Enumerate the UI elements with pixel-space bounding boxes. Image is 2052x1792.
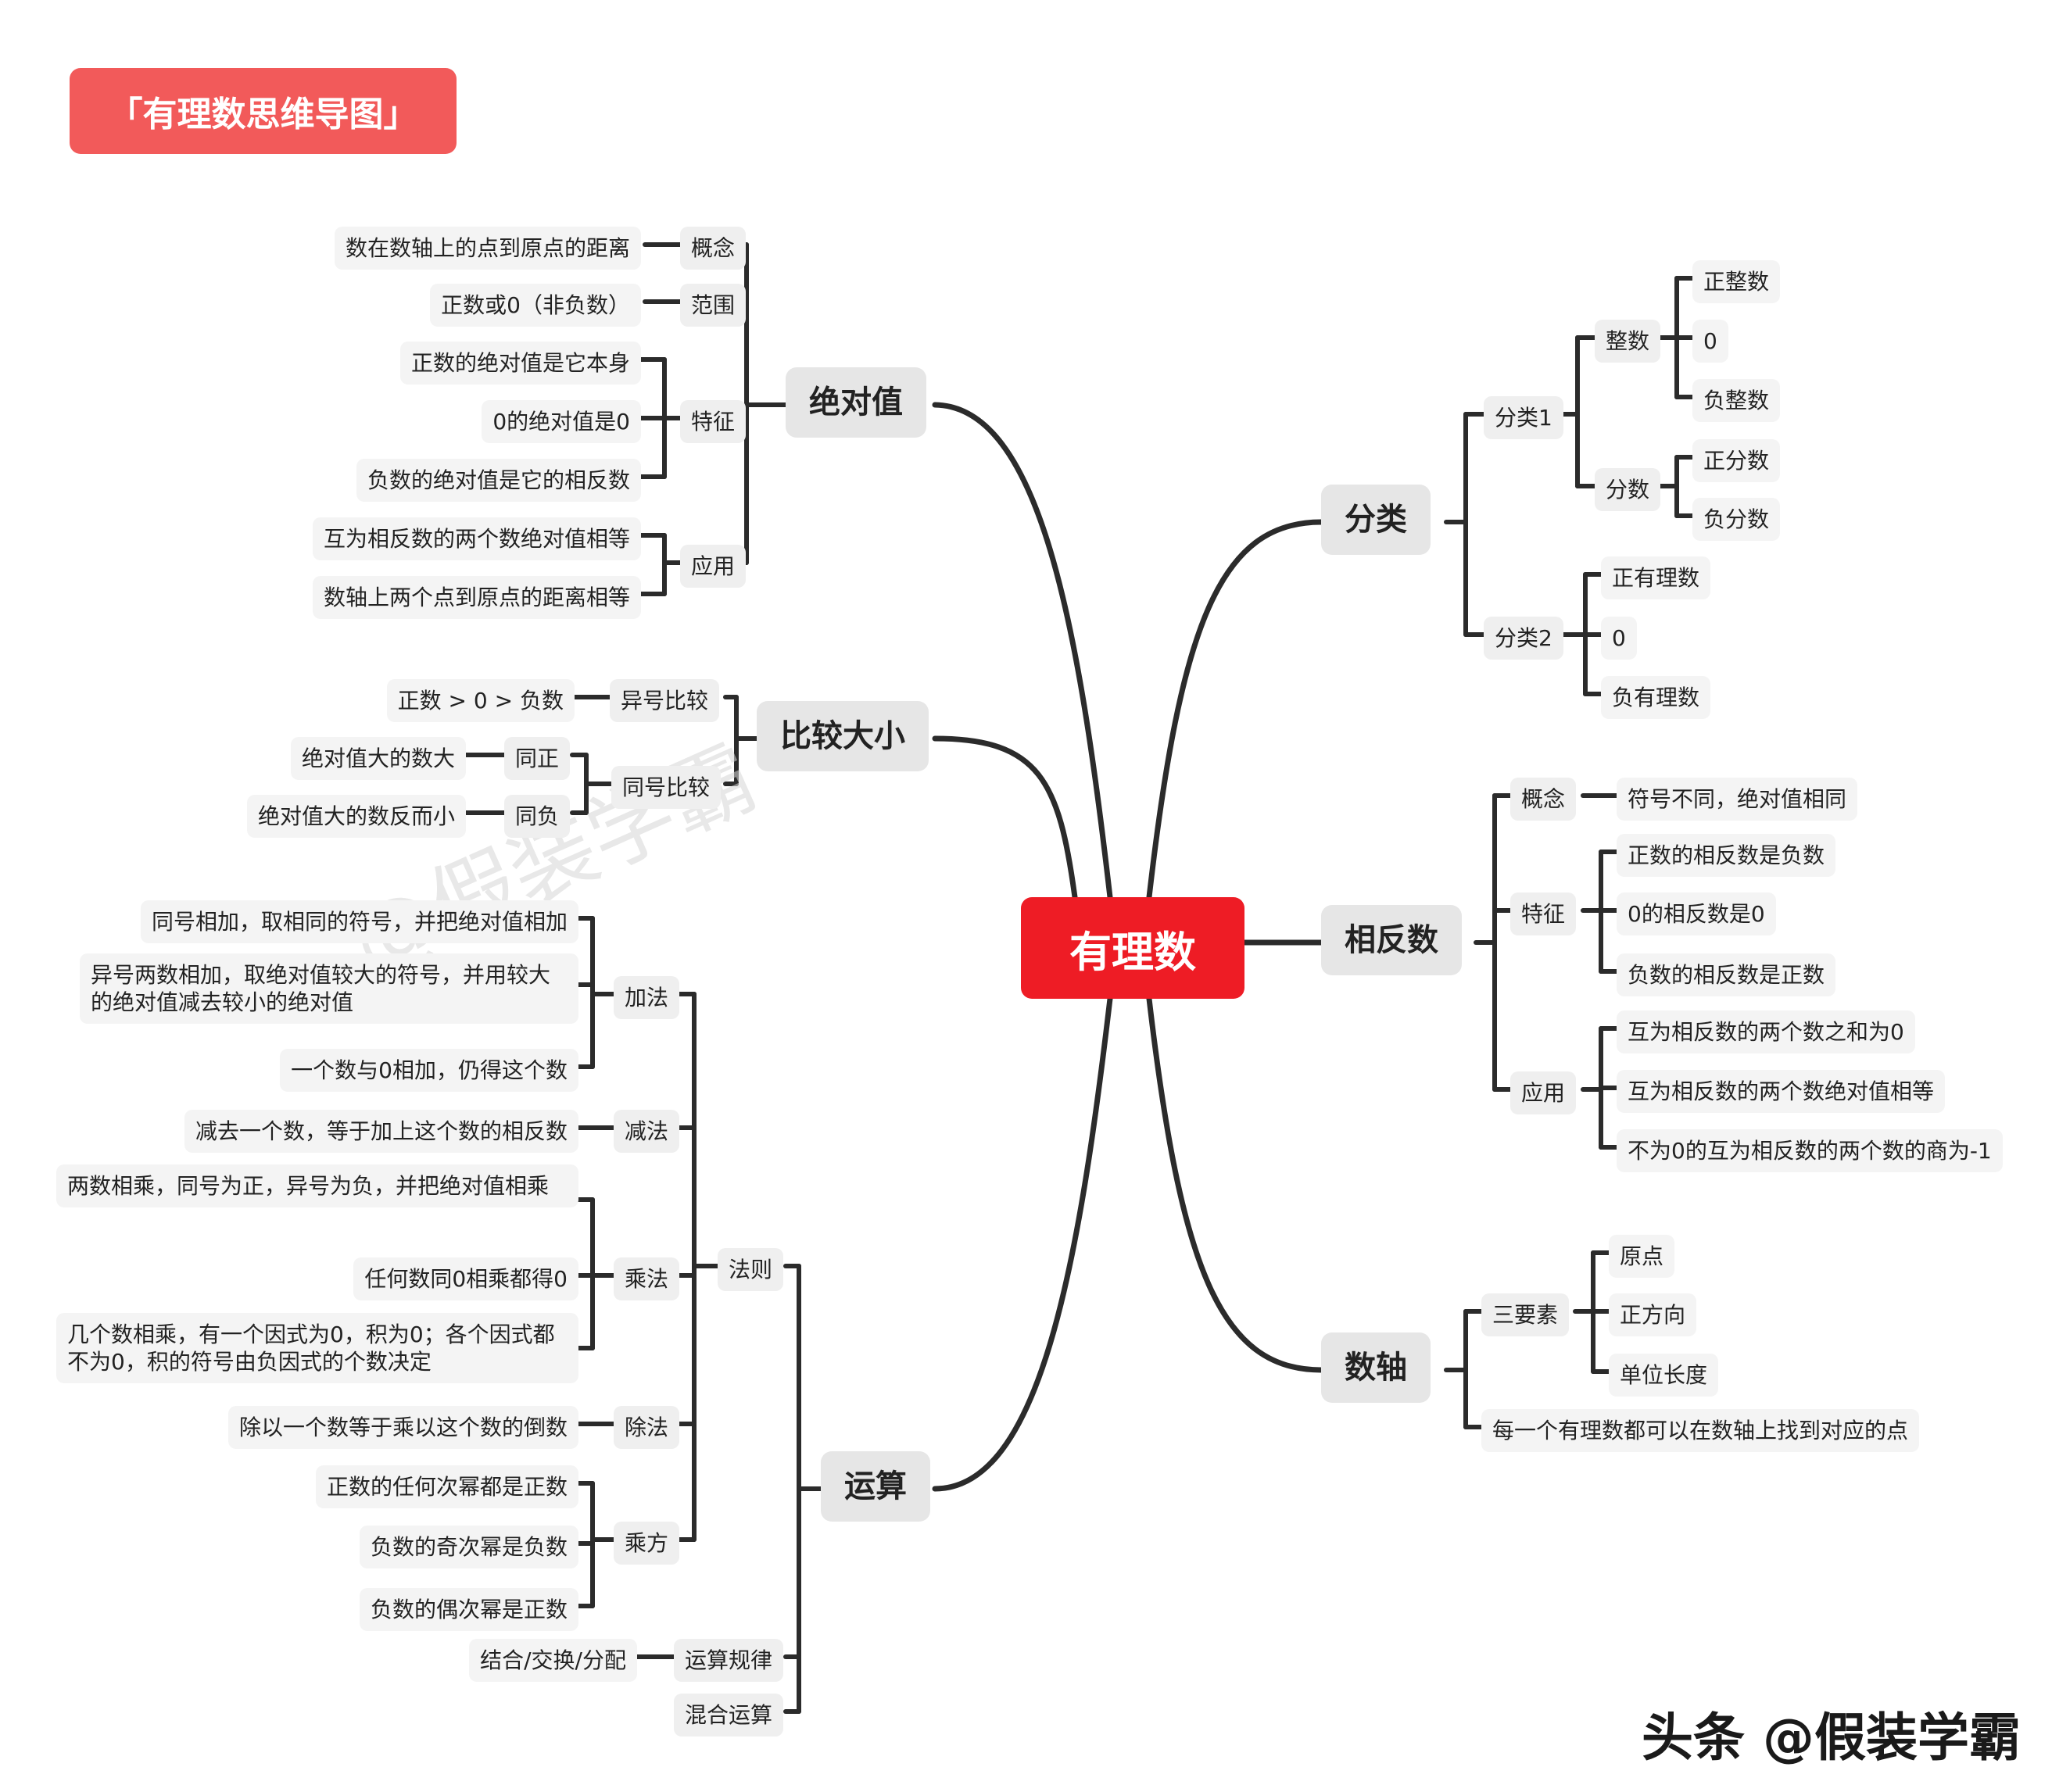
branch-operations: 运算 xyxy=(821,1451,930,1522)
center-node: 有理数 xyxy=(1021,897,1244,999)
ops-mixed-node: 混合运算 xyxy=(674,1694,784,1737)
opposite-apply-node: 应用 xyxy=(1510,1071,1577,1114)
abs-range-text: 正数或0（非负数） xyxy=(430,284,641,327)
ops-sub-node: 减法 xyxy=(614,1110,680,1153)
compare-both-negative-node: 同负 xyxy=(504,795,571,838)
axis-element-item: 正方向 xyxy=(1609,1293,1697,1336)
compare-diff-sign-node: 异号比较 xyxy=(610,679,720,722)
ops-add-node: 加法 xyxy=(614,976,680,1019)
abs-feature-item: 0的绝对值是0 xyxy=(482,400,641,443)
axis-every-point-text: 每一个有理数都可以在数轴上找到对应的点 xyxy=(1481,1409,1920,1452)
abs-concept-text: 数在数轴上的点到原点的距离 xyxy=(334,227,641,270)
branch-number-line: 数轴 xyxy=(1321,1332,1431,1403)
abs-apply-node: 应用 xyxy=(680,545,747,588)
opposite-feature-item: 负数的相反数是正数 xyxy=(1617,953,1836,996)
ops-mul-node: 乘法 xyxy=(614,1257,680,1300)
compare-same-sign-node: 同号比较 xyxy=(611,766,722,809)
ops-sub-text: 减去一个数，等于加上这个数的相反数 xyxy=(184,1110,578,1153)
ops-add-item: 同号相加，取相同的符号，并把绝对值相加 xyxy=(140,900,578,943)
ops-mul-item: 两数相乘，同号为正，异号为负，并把绝对值相乘 xyxy=(56,1164,578,1207)
abs-feature-node: 特征 xyxy=(680,400,747,443)
compare-both-negative-text: 绝对值大的数反而小 xyxy=(246,795,466,838)
branch-absolute-value: 绝对值 xyxy=(786,367,926,438)
axis-element-item: 原点 xyxy=(1609,1235,1675,1278)
brand-watermark: 头条 @假装学霸 xyxy=(1642,1708,2021,1768)
ops-law-node: 运算规律 xyxy=(674,1639,784,1682)
abs-feature-item: 负数的绝对值是它的相反数 xyxy=(356,459,641,502)
ops-pow-item: 正数的任何次幂都是正数 xyxy=(315,1465,578,1508)
classify-fraction-item: 正分数 xyxy=(1692,439,1781,482)
branch-opposite-number: 相反数 xyxy=(1321,905,1462,975)
abs-apply-item: 互为相反数的两个数绝对值相等 xyxy=(312,517,641,560)
axis-element-item: 单位长度 xyxy=(1609,1354,1719,1397)
opposite-apply-item: 互为相反数的两个数之和为0 xyxy=(1617,1010,1915,1053)
axis-three-elements-node: 三要素 xyxy=(1481,1293,1570,1336)
abs-apply-item: 数轴上两个点到原点的距离相等 xyxy=(312,576,641,619)
ops-pow-item: 负数的偶次幂是正数 xyxy=(359,1588,578,1631)
ops-add-item: 异号两数相加，取绝对值较大的符号，并用较大的绝对值减去较小的绝对值 xyxy=(80,953,578,1024)
abs-concept-node: 概念 xyxy=(680,227,747,270)
ops-mul-item: 几个数相乘，有一个因式为0，积为0；各个因式都不为0，积的符号由负因式的个数决定 xyxy=(56,1313,578,1383)
opposite-feature-node: 特征 xyxy=(1510,892,1577,935)
classify-2-item: 负有理数 xyxy=(1601,676,1711,719)
classify-integer-node: 整数 xyxy=(1595,320,1661,363)
opposite-apply-item: 不为0的互为相反数的两个数的商为-1 xyxy=(1617,1129,2003,1172)
branch-classification: 分类 xyxy=(1321,485,1431,555)
opposite-concept-node: 概念 xyxy=(1510,778,1577,821)
ops-rules-node: 法则 xyxy=(718,1248,784,1291)
opposite-concept-text: 符号不同，绝对值相同 xyxy=(1617,778,1858,821)
opposite-apply-item: 互为相反数的两个数绝对值相等 xyxy=(1617,1070,1946,1113)
compare-both-positive-node: 同正 xyxy=(504,737,571,780)
diagram-title: 「有理数思维导图」 xyxy=(70,68,457,154)
ops-law-text: 结合/交换/分配 xyxy=(469,1639,637,1682)
abs-range-node: 范围 xyxy=(680,284,747,327)
abs-feature-item: 正数的绝对值是它本身 xyxy=(399,342,641,385)
ops-mul-item: 任何数同0相乘都得0 xyxy=(353,1257,578,1300)
classify-fraction-node: 分数 xyxy=(1595,468,1661,511)
classify-fraction-item: 负分数 xyxy=(1692,498,1781,541)
opposite-feature-item: 0的相反数是0 xyxy=(1617,892,1776,935)
classify-2-item: 0 xyxy=(1601,617,1637,660)
ops-pow-item: 负数的奇次幂是负数 xyxy=(359,1526,578,1568)
compare-both-positive-text: 绝对值大的数大 xyxy=(290,737,466,780)
classify-integer-item: 0 xyxy=(1692,320,1728,363)
ops-add-item: 一个数与0相加，仍得这个数 xyxy=(280,1049,578,1092)
classify-2-item: 正有理数 xyxy=(1601,556,1711,599)
classify-1-node: 分类1 xyxy=(1484,396,1563,439)
classify-integer-item: 正整数 xyxy=(1692,260,1781,303)
compare-diff-sign-text: 正数 > 0 > 负数 xyxy=(386,679,575,722)
classify-integer-item: 负整数 xyxy=(1692,379,1781,422)
opposite-feature-item: 正数的相反数是负数 xyxy=(1617,834,1836,877)
ops-div-text: 除以一个数等于乘以这个数的倒数 xyxy=(227,1406,578,1449)
ops-pow-node: 乘方 xyxy=(614,1522,680,1565)
classify-2-node: 分类2 xyxy=(1484,617,1563,660)
ops-div-node: 除法 xyxy=(614,1406,680,1449)
branch-compare: 比较大小 xyxy=(757,701,929,771)
